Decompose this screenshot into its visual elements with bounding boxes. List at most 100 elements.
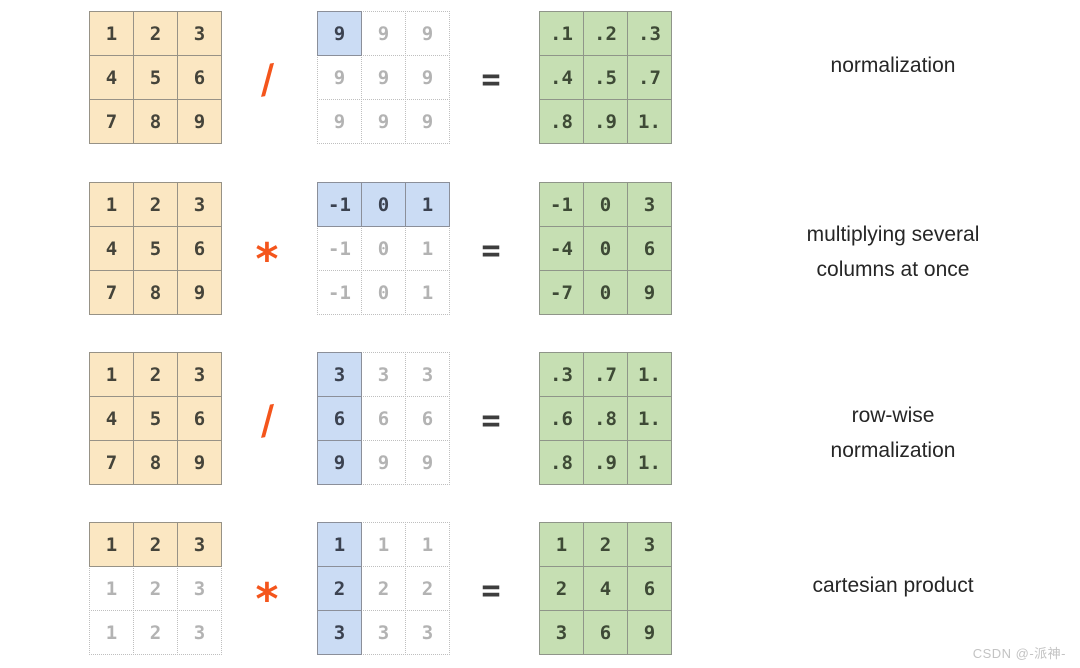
matrix-cell: 9 [361,11,406,56]
matrix-cell: -1 [317,226,362,271]
matrix-cell: .9 [583,99,628,144]
matrix-cell: .5 [583,55,628,100]
matrix-cell: 3 [177,610,222,655]
matrix-cell: 2 [583,522,628,567]
matrix-cell: 9 [405,55,450,100]
matrix-cell: 2 [133,566,178,611]
matrix-cell: 9 [317,55,362,100]
matrix-cell: 9 [317,11,362,56]
matrix-cell: 1 [539,522,584,567]
matrix-cell: 7 [89,99,134,144]
matrix-cell: .1 [539,11,584,56]
matrix-cell: 0 [361,270,406,315]
matrix-cell: 9 [627,610,672,655]
matrix-cell: 3 [177,182,222,227]
row-caption: normalization [690,0,1080,132]
matrix-cell: 0 [361,182,406,227]
matrix-cell: 1 [89,610,134,655]
matrix-cell: 7 [89,270,134,315]
matrix-cell: 9 [627,270,672,315]
matrix-cell: .8 [539,440,584,485]
matrix-cell: 1 [361,522,406,567]
matrix-cell: 1 [89,11,134,56]
matrix-cell: 3 [177,522,222,567]
equals-glyph: = [481,59,501,98]
csdn-watermark: CSDN @-派神- [972,646,1066,661]
caption-line: normalization [830,54,956,77]
matrix-cell: -7 [539,270,584,315]
matrix-cell: 9 [317,440,362,485]
matrix-cell: 1 [405,522,450,567]
equals-glyph: = [481,400,501,439]
matrix-cell: 4 [89,226,134,271]
matrix-cell: 3 [627,182,672,227]
matrix-cell: 9 [361,99,406,144]
matrix-cell: 2 [405,566,450,611]
matrix-cell: -4 [539,226,584,271]
matrix-cell: 3 [317,610,362,655]
matrix-cell: 1. [627,99,672,144]
divide-operator-glyph: / [251,395,283,444]
matrix-cell: 3 [405,610,450,655]
matrix-cell: 1 [89,522,134,567]
matrix-cell: 9 [177,270,222,315]
matrix-cell: 1 [89,566,134,611]
caption-line: row-wise [851,403,935,427]
matrix-cell: 1 [405,270,450,315]
matrix-cell: .3 [627,11,672,56]
matrix-cell: 1. [627,352,672,397]
matrix-cell: 1 [317,522,362,567]
matrix-cell: 9 [361,440,406,485]
multiply-operator-glyph: * [253,234,281,285]
caption-line: columns at once [816,257,970,281]
multiply-operator-glyph: * [253,574,281,625]
matrix-cell: 6 [627,226,672,271]
matrix-cell: 3 [317,352,362,397]
matrix-cell: -1 [539,182,584,227]
matrix-cell: .9 [583,440,628,485]
matrix-cell: 5 [133,226,178,271]
matrix-cell: 3 [177,11,222,56]
matrix-cell: 6 [177,396,222,441]
divide-operator-glyph: / [251,54,283,103]
matrix-cell: 3 [177,352,222,397]
matrix-cell: 6 [405,396,450,441]
matrix-cell: 1 [405,182,450,227]
matrix-cell: 1. [627,440,672,485]
matrix-cell: -1 [317,182,362,227]
matrix-cell: .2 [583,11,628,56]
equals-glyph: = [481,230,501,269]
matrix-cell: .8 [583,396,628,441]
caption-line: multiplying several [806,222,980,246]
matrix-cell: 4 [583,566,628,611]
caption-line: cartesian product [812,574,974,597]
matrix-cell: 7 [89,440,134,485]
matrix-cell: 2 [133,352,178,397]
matrix-cell: 8 [133,99,178,144]
matrix-cell: 6 [627,566,672,611]
matrix-cell: 3 [361,610,406,655]
matrix-cell: .7 [583,352,628,397]
matrix-cell: 3 [405,352,450,397]
matrix-cell: 9 [361,55,406,100]
matrix-cell: .7 [627,55,672,100]
matrix-cell: .6 [539,396,584,441]
matrix-cell: 0 [361,226,406,271]
matrix-cell: 0 [583,270,628,315]
matrix-cell: 1 [89,352,134,397]
matrix-cell: 0 [583,182,628,227]
matrix-cell: 8 [133,440,178,485]
matrix-cell: .4 [539,55,584,100]
matrix-cell: 3 [627,522,672,567]
